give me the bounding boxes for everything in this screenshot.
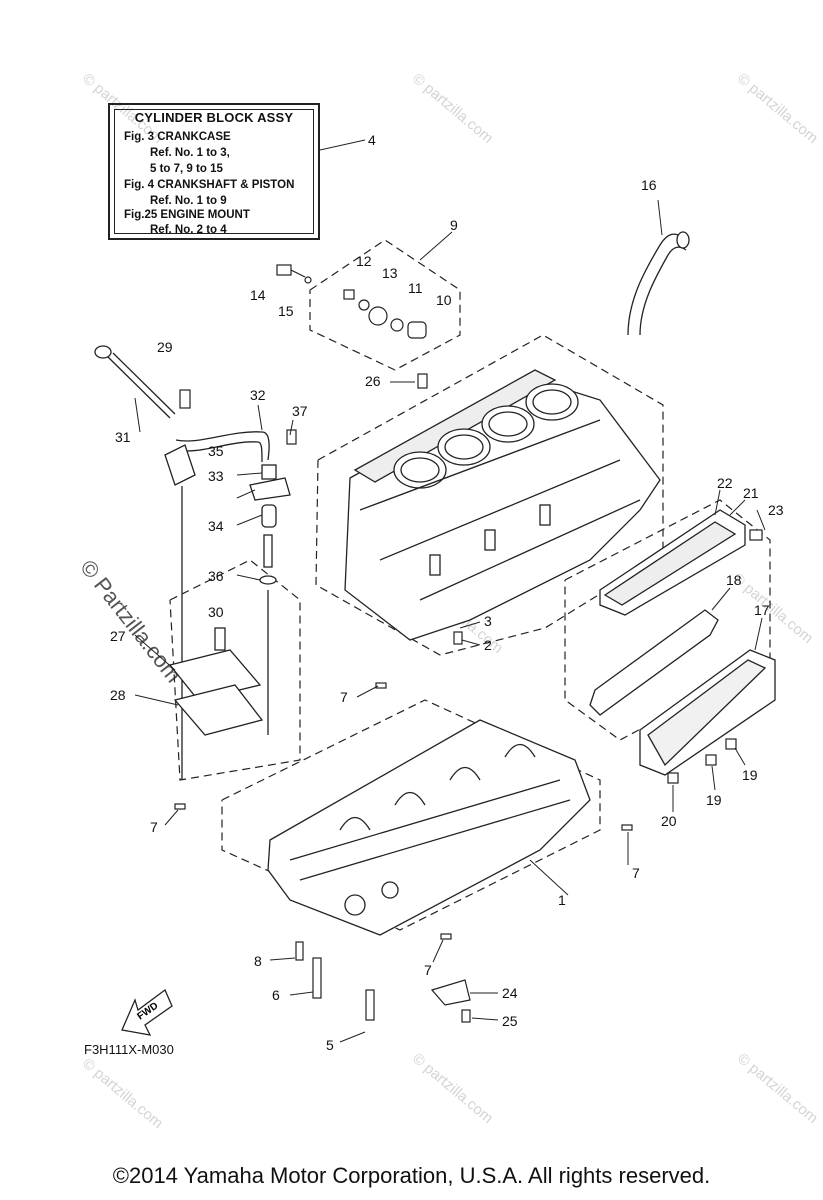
callout-27: 27 [110,628,126,644]
legend-line: Ref. No. 2 to 4 [150,224,227,236]
legend-inner-border [114,109,314,234]
legend-line: Fig.25 ENGINE MOUNT [124,209,250,221]
callout-7c: 7 [632,865,640,881]
callout-34: 34 [208,518,224,534]
callout-18: 18 [726,572,742,588]
callout-1: 1 [558,892,566,908]
callout-13: 13 [382,265,398,281]
legend-line: Ref. No. 1 to 3, [150,147,230,159]
callout-14: 14 [250,287,266,303]
legend-line: Fig. 3 CRANKCASE [124,131,231,143]
legend-line: Fig. 4 CRANKSHAFT & PISTON [124,179,295,191]
callout-10: 10 [436,292,452,308]
legend-box: CYLINDER BLOCK ASSY Fig. 3 CRANKCASE Ref… [108,103,320,240]
callout-19: 19 [742,767,758,783]
legend-line: Ref. No. 1 to 9 [150,195,227,207]
callout-17: 17 [754,602,770,618]
cylinder-block [344,369,661,641]
callout-30: 30 [208,604,224,620]
fwd-arrow-icon: FWD [121,988,173,1036]
callout-numbers: 1 2 3 4 5 6 7 7 7 7 8 9 10 11 12 13 14 1… [110,132,784,1053]
callout-33: 33 [208,468,224,484]
copyright-notice: ©2014 Yamaha Motor Corporation, U.S.A. A… [112,1163,711,1188]
callout-12: 12 [356,253,372,269]
callout-16: 16 [641,177,657,193]
callout-29: 29 [157,339,173,355]
legend-line: 5 to 7, 9 to 15 [150,163,223,175]
callout-37: 37 [292,403,308,419]
callout-7d: 7 [424,962,432,978]
fasteners [174,264,763,1023]
callout-21: 21 [743,485,759,501]
hose [627,231,690,336]
callout-7: 7 [340,689,348,705]
callout-11: 11 [408,280,423,296]
callout-28: 28 [110,687,126,703]
callout-26: 26 [365,373,381,389]
side-covers [589,509,776,776]
callout-4: 4 [368,132,376,148]
callout-23: 23 [768,502,784,518]
callout-32: 32 [250,387,266,403]
callout-31: 31 [115,429,131,445]
cover-plates [168,627,264,736]
leader-lines [134,139,766,1043]
callout-5: 5 [326,1037,334,1053]
callout-20: 20 [661,813,677,829]
crankcase [267,719,591,936]
figure-code: F3H111X-M030 [84,1042,174,1057]
callout-3: 3 [484,613,492,629]
callout-2: 2 [484,637,492,653]
callout-22: 22 [717,475,733,491]
callout-15: 15 [278,303,294,319]
callout-36: 36 [208,568,224,584]
callout-8: 8 [254,953,262,969]
callout-7b: 7 [150,819,158,835]
callout-19b: 19 [706,792,722,808]
callout-6: 6 [272,987,280,1003]
callout-25: 25 [502,1013,518,1029]
callout-35: 35 [208,443,224,459]
legend-title: CYLINDER BLOCK ASSY [134,110,294,125]
oil-tube-assembly [164,431,291,780]
callout-24: 24 [502,985,518,1001]
callout-9: 9 [450,217,458,233]
dipstick [94,345,176,419]
